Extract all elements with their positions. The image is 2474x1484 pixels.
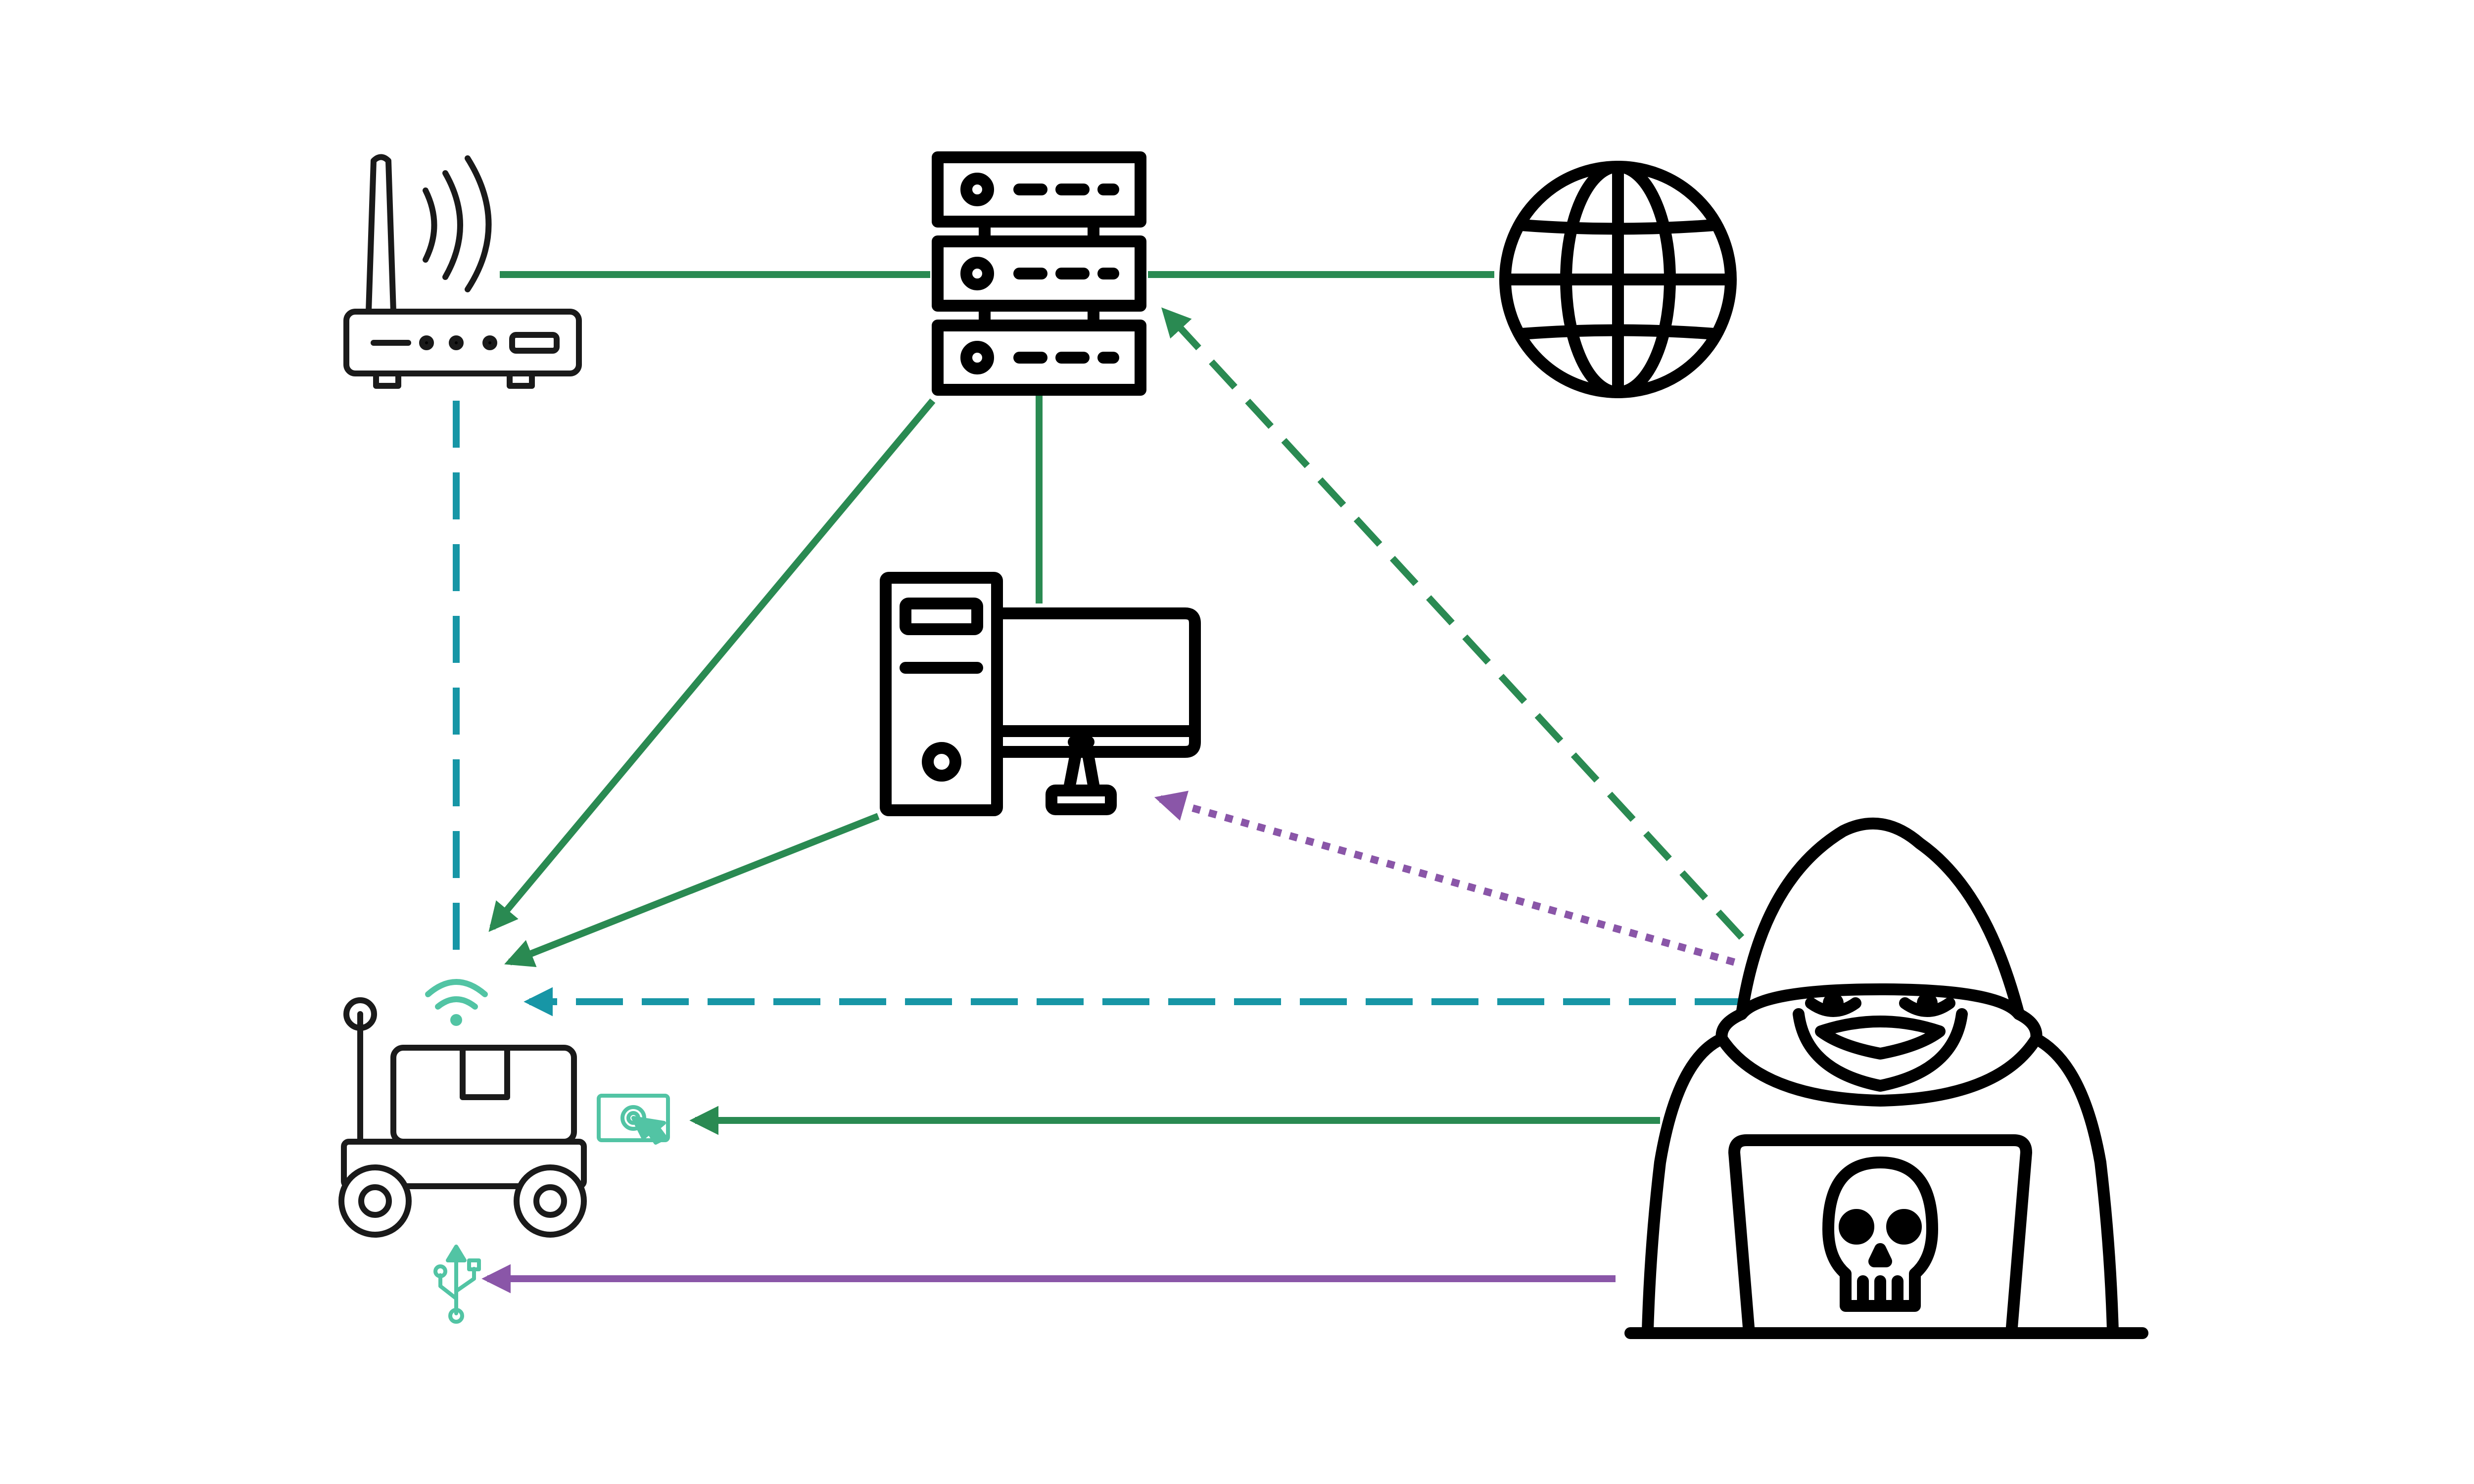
links xyxy=(453,271,1745,1294)
link-attacker-workstation xyxy=(1154,790,1736,966)
touchscreen-icon xyxy=(597,1094,670,1145)
usb-icon xyxy=(433,1245,481,1324)
delivery-robot-icon xyxy=(338,997,587,1238)
server-rack-icon xyxy=(932,151,1146,396)
link-attacker-server xyxy=(1161,307,1745,940)
globe-icon xyxy=(1499,161,1737,398)
wifi-router-icon xyxy=(343,154,582,389)
hacker-with-laptop-icon xyxy=(1624,817,2148,1339)
link-workstation-robot xyxy=(504,813,880,968)
desktop-computer-icon xyxy=(880,572,1201,816)
wifi-signal-icon xyxy=(425,979,488,1026)
link-server-robot xyxy=(488,398,936,932)
